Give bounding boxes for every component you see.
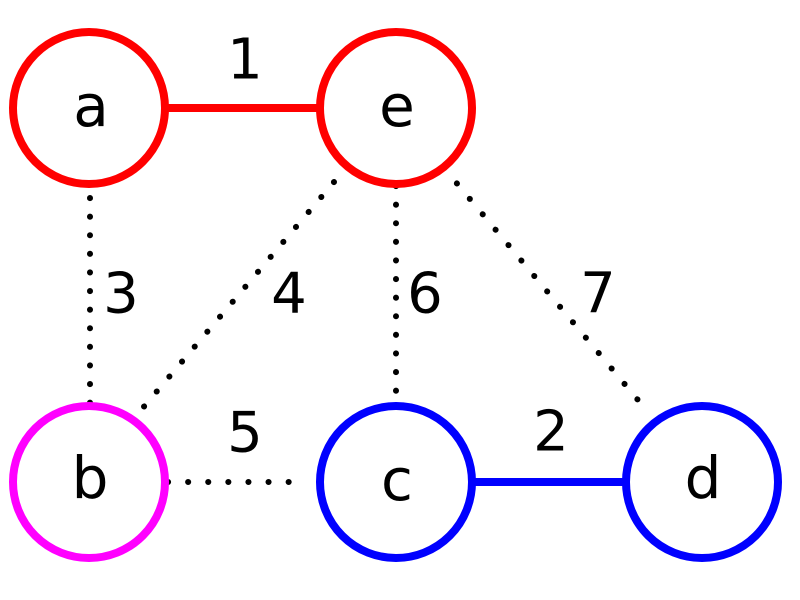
edge-weight-c-d: 2 — [533, 400, 569, 465]
node-a-label: a — [73, 72, 109, 140]
node-a: a — [9, 28, 169, 188]
node-d: d — [622, 402, 782, 562]
edge-weight-b-c: 5 — [227, 401, 263, 466]
node-c-circle — [316, 402, 476, 562]
node-c: c — [316, 402, 476, 562]
node-e: e — [316, 28, 476, 188]
node-c-label: c — [381, 446, 413, 514]
node-d-circle — [622, 402, 782, 562]
node-a-circle — [9, 28, 169, 188]
edge-weight-e-c: 6 — [407, 262, 443, 327]
edge-e-b — [133, 179, 337, 419]
nodes-layer: a e b c d — [9, 28, 782, 562]
node-b-label: b — [72, 444, 109, 512]
node-b: b — [9, 402, 169, 562]
node-e-circle — [316, 28, 476, 188]
edge-weight-a-e: 1 — [227, 28, 263, 93]
node-e-label: e — [379, 72, 415, 140]
edge-e-d — [441, 165, 651, 415]
edge-weight-e-d: 7 — [580, 262, 616, 327]
node-b-circle — [9, 402, 169, 562]
node-d-label: d — [685, 444, 722, 512]
edges-layer — [87, 104, 651, 486]
edge-weights: 1 2 3 4 5 6 7 — [103, 28, 616, 466]
edge-weight-a-b: 3 — [103, 262, 139, 327]
edge-weight-e-b: 4 — [271, 262, 307, 327]
